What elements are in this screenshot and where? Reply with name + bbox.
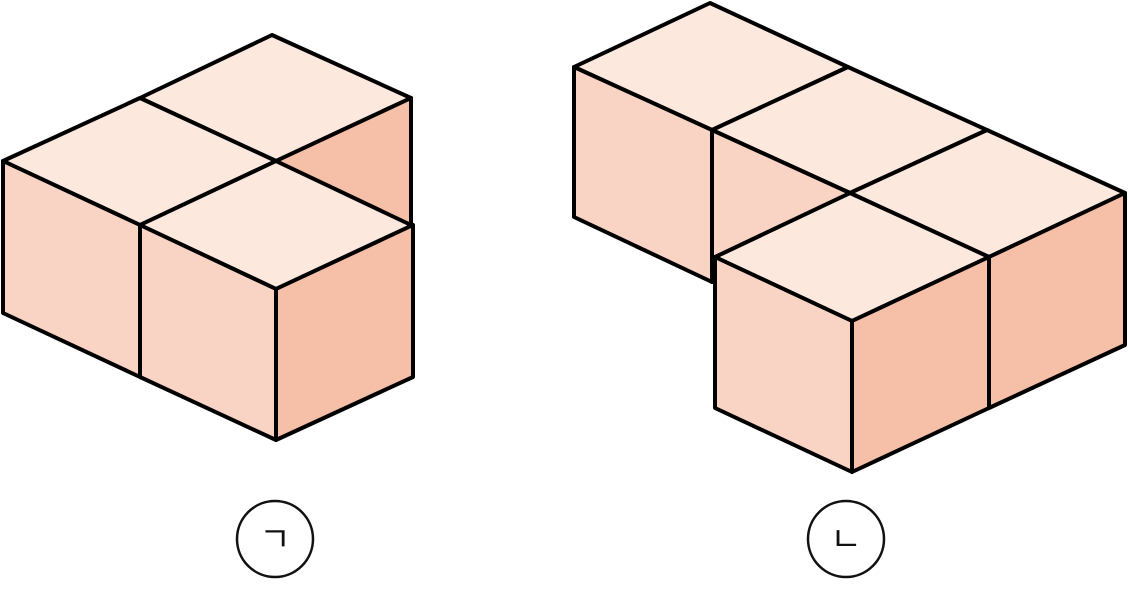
- caption-circle: [235, 499, 315, 579]
- figure-b: [572, 1, 1127, 474]
- figure-a: [1, 33, 415, 442]
- caption-circle: [806, 499, 886, 579]
- caption-a: ㄱ: [235, 499, 315, 579]
- right-face-back: [274, 96, 413, 227]
- right-face-3: [987, 191, 1127, 410]
- right-face-front: [274, 223, 415, 442]
- caption-b: ㄴ: [806, 499, 886, 579]
- caption-label: ㄴ: [830, 520, 861, 560]
- caption-label: ㄱ: [259, 520, 290, 560]
